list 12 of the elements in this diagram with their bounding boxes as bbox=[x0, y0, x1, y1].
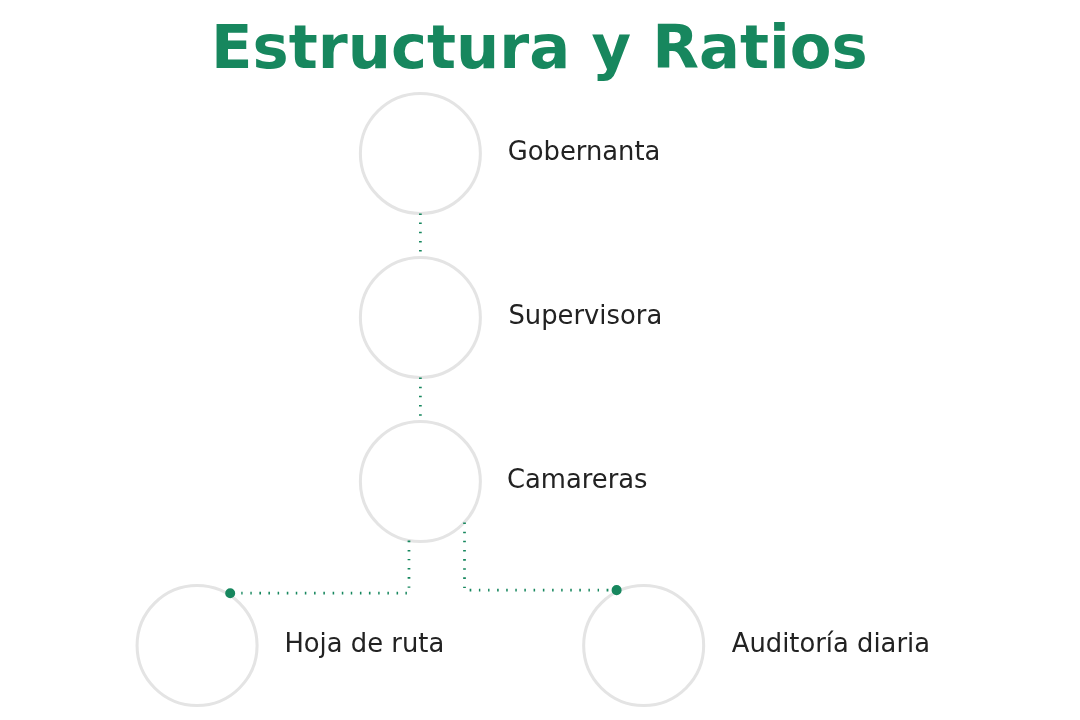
node-circle bbox=[135, 584, 259, 708]
node-circle bbox=[358, 420, 482, 544]
connector bbox=[225, 540, 411, 599]
node-label: Hoja de ruta bbox=[284, 627, 445, 658]
connector bbox=[463, 522, 622, 596]
node-label: Camareras bbox=[506, 463, 648, 494]
node-circle bbox=[358, 255, 482, 379]
node-label: Supervisora bbox=[508, 299, 663, 330]
node-label: Gobernanta bbox=[507, 135, 661, 166]
node-label: Auditoría diaria bbox=[731, 627, 931, 658]
diagram-title: Estructura y Ratios bbox=[211, 11, 868, 82]
node-circle bbox=[358, 91, 482, 215]
